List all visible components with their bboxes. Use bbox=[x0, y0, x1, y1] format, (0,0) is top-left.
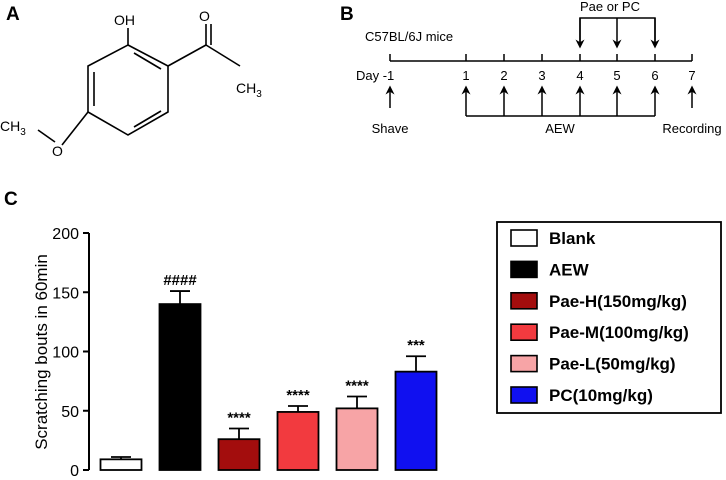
double-bond-bottom-right bbox=[133, 110, 162, 128]
methoxy-bond bbox=[61, 111, 89, 146]
day-labels: 1 2 3 4 5 6 7 bbox=[462, 68, 695, 83]
y-tick-label: 150 bbox=[52, 285, 79, 302]
carbonyl-oxygen-label: O bbox=[199, 8, 210, 24]
bar bbox=[217, 438, 261, 471]
y-axis: 0 50 100 150 200 bbox=[52, 226, 90, 480]
bar-group: **** bbox=[335, 378, 379, 471]
day-label: 6 bbox=[651, 68, 658, 83]
bar-chart: Scratching bouts in 60min 0 50 100 150 200 #… bbox=[32, 226, 438, 480]
panel-label-c: C bbox=[4, 189, 18, 210]
methyl-bond bbox=[205, 44, 241, 67]
legend-label: Pae-H(150mg/kg) bbox=[549, 292, 687, 311]
legend-swatch bbox=[510, 229, 538, 247]
legend-swatch bbox=[510, 323, 538, 342]
panel-label-a: A bbox=[6, 4, 20, 25]
day-label: 2 bbox=[500, 68, 507, 83]
y-tick-label: 50 bbox=[61, 404, 79, 421]
bar bbox=[158, 303, 202, 471]
legend-label: Blank bbox=[549, 229, 596, 248]
methyl-label-right: CH3 bbox=[236, 80, 262, 100]
hydroxyl-label: OH bbox=[114, 12, 135, 28]
day-label: 5 bbox=[613, 68, 620, 83]
acetyl-bond bbox=[167, 44, 207, 67]
aew-label: AEW bbox=[545, 121, 575, 136]
legend-swatch bbox=[510, 386, 538, 404]
oxygen-label: O bbox=[52, 143, 63, 159]
bar-group: *** bbox=[394, 337, 438, 471]
benzene-ring bbox=[87, 44, 169, 136]
bar-group bbox=[99, 456, 143, 471]
timeline bbox=[385, 17, 697, 117]
shave-label: Shave bbox=[372, 121, 409, 136]
day-label: 1 bbox=[462, 68, 469, 83]
chemical-structure bbox=[37, 24, 241, 146]
day-label: 3 bbox=[538, 68, 545, 83]
legend-frame bbox=[496, 221, 722, 414]
bar-group: **** bbox=[276, 387, 320, 471]
bar bbox=[394, 370, 438, 471]
legend-label: AEW bbox=[549, 260, 590, 279]
mice-label: C57BL/6J mice bbox=[365, 29, 453, 44]
legend-label: PC(10mg/kg) bbox=[549, 386, 653, 405]
significance-label: **** bbox=[227, 410, 251, 427]
bar-group: **** bbox=[217, 410, 261, 471]
legend-swatch bbox=[510, 354, 538, 373]
treatment-label: Pae or PC bbox=[580, 0, 640, 14]
y-axis-label: Scratching bouts in 60min bbox=[32, 254, 51, 450]
legend-label: Pae-M(100mg/kg) bbox=[549, 323, 689, 342]
bar bbox=[99, 458, 143, 471]
legend-label: Pae-L(50mg/kg) bbox=[549, 355, 676, 374]
bar-group: #### bbox=[158, 272, 202, 471]
y-tick-label: 0 bbox=[70, 463, 79, 480]
day-prefix-label: Day -1 bbox=[356, 68, 394, 83]
panel-label-b: B bbox=[340, 4, 354, 25]
legend-swatch bbox=[510, 260, 538, 279]
significance-label: *** bbox=[407, 337, 425, 354]
bars: ####*************** bbox=[99, 272, 438, 471]
recording-label: Recording bbox=[662, 121, 721, 136]
significance-label: **** bbox=[345, 378, 369, 395]
y-tick-label: 200 bbox=[52, 226, 79, 243]
methyl-label-left: CH3 bbox=[0, 118, 26, 138]
bar bbox=[276, 411, 320, 471]
y-tick-label: 100 bbox=[52, 345, 79, 362]
significance-label: #### bbox=[163, 272, 197, 289]
double-bond-top-right bbox=[133, 52, 162, 70]
legend-swatch bbox=[510, 291, 538, 310]
bar bbox=[335, 407, 379, 471]
significance-label: **** bbox=[286, 387, 310, 404]
methyl-ether-bond bbox=[37, 129, 56, 143]
day-label: 4 bbox=[576, 68, 583, 83]
day-label: 7 bbox=[688, 68, 695, 83]
